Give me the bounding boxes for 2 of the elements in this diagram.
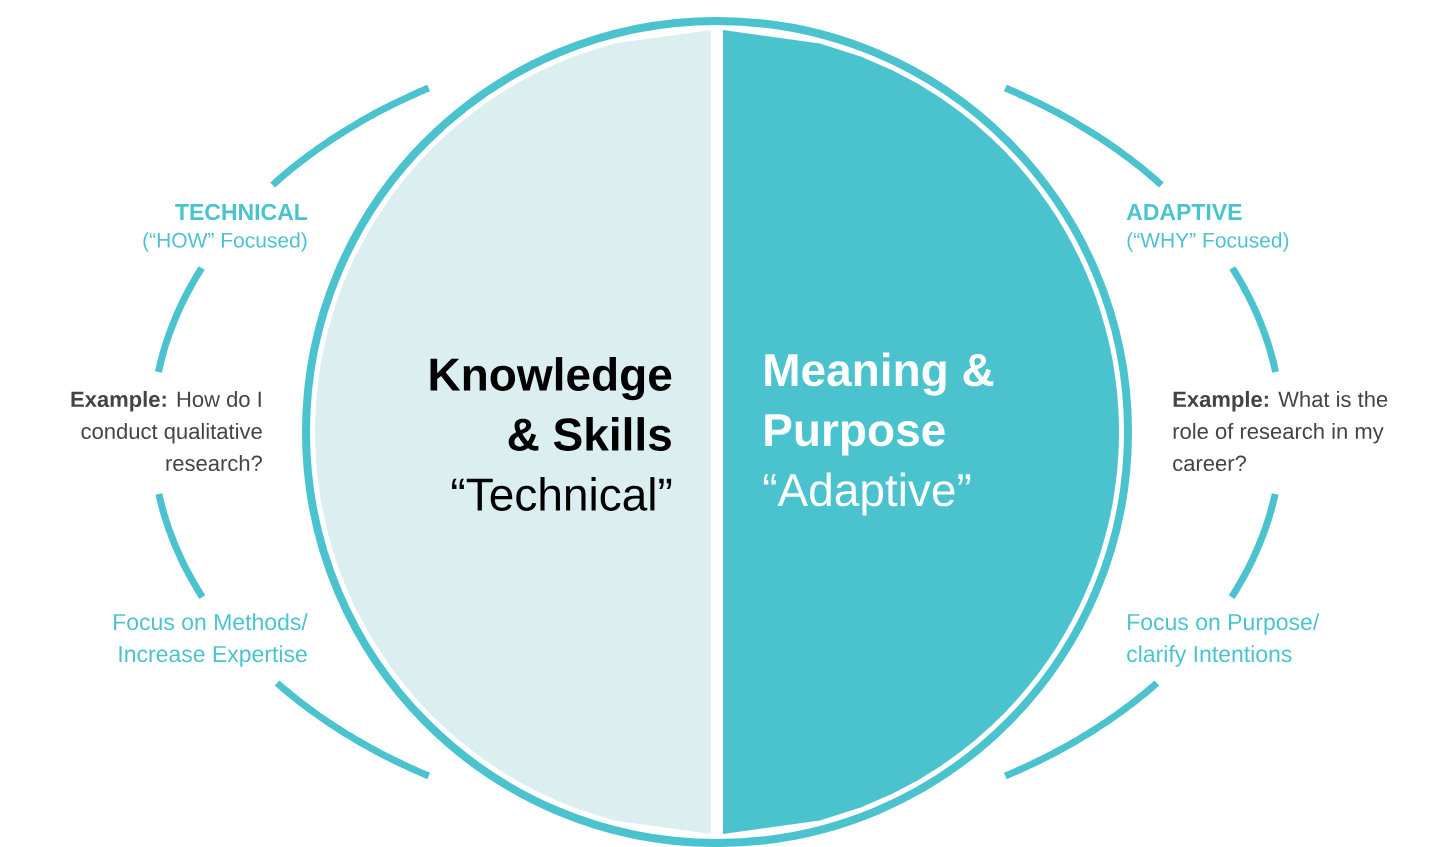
example-text: Example: What is the role of research in my career?: [1173, 390, 1388, 472]
example-text: Example: How do I conduct qualitative research?: [71, 390, 262, 472]
